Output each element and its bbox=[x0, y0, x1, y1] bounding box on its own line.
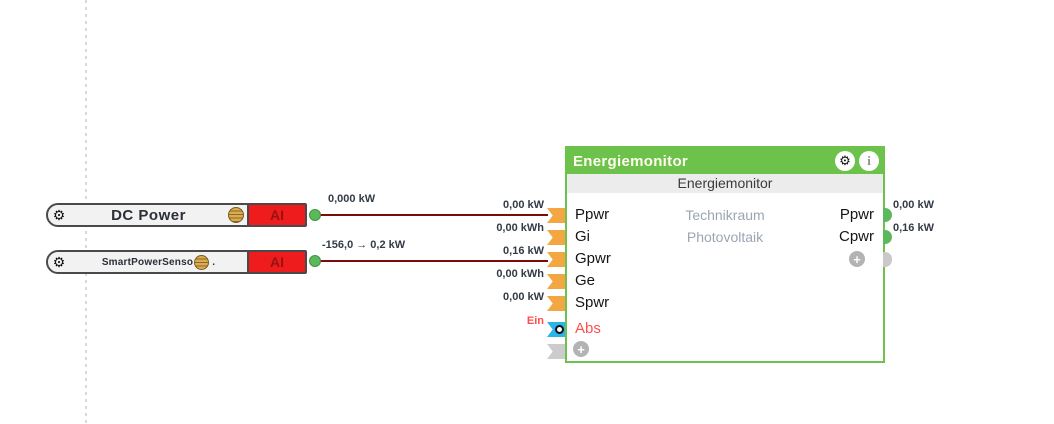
analog-input-port[interactable]: AI bbox=[247, 205, 305, 225]
output-connector-add[interactable] bbox=[883, 252, 892, 267]
abs-input-marker-dot bbox=[555, 325, 564, 334]
input-tab-gpwr[interactable] bbox=[547, 252, 566, 267]
gear-icon[interactable]: ⚙ bbox=[52, 254, 66, 270]
input-port-abs: Abs bbox=[575, 320, 601, 337]
device-name: SmartPowerSenso. bbox=[70, 252, 247, 272]
output-port-cpwr: Cpwr bbox=[838, 228, 874, 245]
output-port-ppwr: Ppwr bbox=[839, 206, 874, 223]
device-block-dc-power[interactable]: ⚙ DC Power AI bbox=[46, 203, 307, 227]
info-icon[interactable]: i bbox=[859, 151, 879, 171]
wire-dcpower-ppwr bbox=[315, 214, 548, 216]
energiemonitor-block[interactable]: Energiemonitor ⚙ i Energiemonitor Ppwr G… bbox=[565, 146, 885, 363]
input-tab-ppwr[interactable] bbox=[547, 208, 566, 223]
input-value-ppwr: 0,00 kW bbox=[503, 199, 544, 211]
input-tab-add[interactable] bbox=[547, 344, 566, 359]
output-connector-ppwr[interactable] bbox=[883, 208, 892, 222]
output-connector-cpwr[interactable] bbox=[883, 230, 892, 244]
input-tab-spwr[interactable] bbox=[547, 296, 566, 311]
assigned-room-label: Technikraum bbox=[685, 207, 765, 223]
input-port-ge: Ge bbox=[575, 272, 596, 289]
device-name-suffix: . bbox=[212, 256, 216, 268]
analog-input-port[interactable]: AI bbox=[247, 252, 305, 272]
block-subtitle: Energiemonitor bbox=[567, 174, 883, 193]
input-value-gi: 0,00 kWh bbox=[496, 222, 544, 234]
sphere-icon bbox=[228, 207, 244, 223]
input-port-gpwr: Gpwr bbox=[575, 250, 611, 267]
sphere-icon bbox=[194, 254, 210, 270]
add-input-button[interactable]: + bbox=[573, 341, 589, 357]
add-output-button[interactable]: + bbox=[849, 251, 865, 267]
input-value-spwr: 0,00 kW bbox=[503, 291, 544, 303]
output-value-ppwr: 0,00 kW bbox=[893, 199, 934, 211]
input-port-gi: Gi bbox=[575, 228, 590, 245]
wire-smartpowersensor-gpwr bbox=[315, 260, 548, 262]
wire-value-dcpower: 0,000 kW bbox=[328, 193, 376, 205]
device-block-smartpowersensor[interactable]: ⚙ SmartPowerSenso. AI bbox=[46, 250, 307, 274]
input-value-ge: 0,00 kWh bbox=[496, 268, 544, 280]
input-port-ppwr: Ppwr bbox=[575, 206, 610, 223]
wire-value-smartpowersensor: -156,0 → 0,2 kW bbox=[322, 239, 406, 251]
settings-gear-icon[interactable]: ⚙ bbox=[835, 151, 855, 171]
block-title: Energiemonitor bbox=[573, 152, 689, 170]
assigned-category-label: Photovoltaik bbox=[686, 229, 764, 245]
input-value-gpwr: 0,16 kW bbox=[503, 245, 544, 257]
output-value-cpwr: 0,16 kW bbox=[893, 222, 934, 234]
device-name: DC Power bbox=[111, 206, 186, 224]
gear-icon[interactable]: ⚙ bbox=[52, 207, 66, 223]
device-output-dot[interactable] bbox=[309, 255, 321, 267]
input-port-spwr: Spwr bbox=[575, 294, 610, 311]
block-header[interactable]: Energiemonitor ⚙ i bbox=[567, 148, 883, 174]
input-value-abs: Ein bbox=[526, 315, 544, 327]
device-name-text: SmartPowerSenso bbox=[101, 256, 194, 268]
input-tab-ge[interactable] bbox=[547, 274, 566, 289]
device-output-dot[interactable] bbox=[309, 209, 321, 221]
input-tab-gi[interactable] bbox=[547, 230, 566, 245]
